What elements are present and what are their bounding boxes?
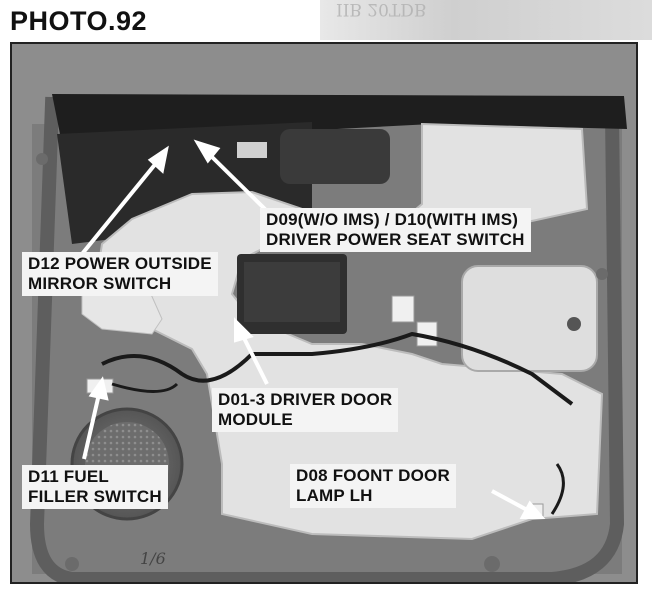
bolt: [484, 556, 500, 572]
arrowhead-d11: [88, 376, 109, 401]
arrowhead-d01: [234, 317, 254, 343]
label-d01-3-driver-door-module: D01-3 DRIVER DOOR MODULE: [212, 388, 399, 432]
photo-title: PHOTO.92: [10, 6, 148, 36]
label-line: FILLER SWITCH: [28, 487, 162, 506]
header-strip: [320, 0, 652, 40]
switch-connector: [237, 142, 267, 158]
arrow-d11: [82, 393, 101, 460]
wiring-harness: [101, 331, 574, 406]
label-line: LAMP LH: [296, 486, 373, 505]
bolt: [65, 557, 79, 571]
label-line: MIRROR SWITCH: [28, 274, 172, 293]
door-edge: [29, 96, 625, 582]
label-line: D09(W/O IMS) / D10(WITH IMS): [266, 210, 519, 229]
door-module-inner: [244, 262, 340, 322]
bolt: [567, 317, 581, 331]
label-d09-driver-power-seat-switch: D09(W/O IMS) / D10(WITH IMS) DRIVER POWE…: [260, 208, 531, 252]
door-opening: [280, 129, 390, 184]
label-d12-power-outside-mirror-switch: D12 POWER OUTSIDE MIRROR SWITCH: [22, 252, 218, 296]
wiring-harness: [550, 463, 565, 515]
label-line: D11 FUEL: [28, 467, 109, 486]
label-d08-front-door-lamp-lh: D08 FOONT DOOR LAMP LH: [290, 464, 456, 508]
label-line: MODULE: [218, 410, 293, 429]
label-d11-fuel-filler-switch: D11 FUEL FILLER SWITCH: [22, 465, 168, 509]
leader-arrows: [80, 139, 546, 519]
bolt: [596, 268, 608, 280]
connector: [391, 295, 415, 323]
arrow-d09: [207, 152, 272, 216]
label-line: DRIVER POWER SEAT SWITCH: [266, 230, 525, 249]
arrow-d01: [240, 333, 269, 385]
bolt: [36, 153, 48, 165]
header-ghost-line: IIB 20TDB: [336, 0, 427, 19]
label-line: D01-3 DRIVER DOOR: [218, 390, 393, 409]
arrow-d12: [80, 160, 159, 256]
handwriting: 1/6: [140, 549, 166, 568]
label-line: D12 POWER OUTSIDE: [28, 254, 212, 273]
wiring-harness: [111, 382, 179, 393]
arrow-d08: [491, 489, 530, 513]
arrowhead-d08: [519, 500, 546, 519]
arrowhead-d12: [147, 145, 169, 174]
header-ghost-text: IIB 20TDB: [336, 0, 427, 19]
arrowhead-d09: [193, 139, 221, 164]
label-line: D08 FOONT DOOR: [296, 466, 450, 485]
